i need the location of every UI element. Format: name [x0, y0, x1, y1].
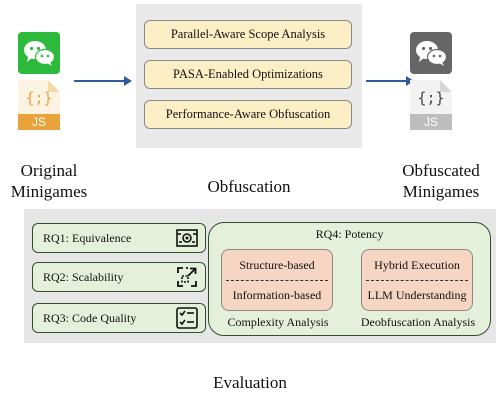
evaluation-label: Evaluation	[213, 373, 287, 392]
wechat-logo-icon	[18, 32, 60, 74]
llm-understanding-label: LLM Understanding	[367, 288, 467, 302]
step-parallel-aware-scope-analysis: Parallel-Aware Scope Analysis	[144, 20, 352, 49]
step-performance-aware-obfuscation: Performance-Aware Obfuscation	[144, 100, 352, 129]
obfuscated-label-line1: Obfuscated	[402, 161, 480, 180]
js-badge: JS	[31, 115, 46, 129]
complexity-analysis-caption: Complexity Analysis	[227, 315, 329, 329]
divider-line	[366, 280, 468, 281]
rq3-label: RQ3: Code Quality	[43, 311, 137, 325]
rq2-scalability-box: RQ2: Scalability	[32, 262, 206, 292]
arrow-to-obfuscation	[74, 76, 132, 86]
code-quality-icon	[176, 307, 198, 329]
obfuscated-js-file-icon: {;} JS	[410, 80, 452, 130]
obfuscated-js-badge: JS	[423, 115, 438, 129]
hybrid-execution-label: Hybrid Execution	[374, 258, 460, 272]
code-glyph: {;}	[25, 89, 53, 107]
obfuscation-label: Obfuscation	[207, 177, 291, 196]
information-based-label: Information-based	[232, 288, 322, 302]
original-minigames-label: Original Minigames	[4, 160, 94, 202]
obfuscated-label-line2: Minigames	[402, 182, 480, 201]
rq1-label: RQ1: Equivalence	[43, 231, 132, 245]
deobfuscation-analysis-box: Hybrid Execution LLM Understanding	[361, 249, 473, 311]
rq4-potency-box: RQ4: Potency Structure-based Information…	[208, 222, 491, 336]
evaluation-panel: RQ1: Equivalence RQ2: Scalability RQ3: C…	[24, 209, 496, 343]
complexity-analysis-box: Structure-based Information-based	[221, 249, 333, 311]
rq2-label: RQ2: Scalability	[43, 270, 124, 284]
rq1-equivalence-box: RQ1: Equivalence	[32, 223, 206, 253]
rq3-code-quality-box: RQ3: Code Quality	[32, 303, 206, 333]
obfuscation-panel: Parallel-Aware Scope Analysis PASA-Enabl…	[136, 4, 362, 148]
js-file-icon: {;} JS	[18, 80, 60, 130]
structure-based-label: Structure-based	[239, 258, 315, 272]
divider-line	[226, 280, 328, 281]
obfuscated-minigames-label: Obfuscated Minigames	[386, 160, 496, 202]
arrow-to-obfuscated	[366, 76, 414, 86]
obfuscated-wechat-logo-icon	[410, 32, 452, 74]
step-pasa-enabled-optimizations: PASA-Enabled Optimizations	[144, 60, 352, 89]
original-label-line1: Original	[20, 161, 78, 180]
equivalence-icon	[176, 229, 198, 247]
deobfuscation-analysis-caption: Deobfuscation Analysis	[360, 315, 476, 329]
scalability-icon	[177, 267, 197, 287]
obfuscated-code-glyph: {;}	[417, 89, 445, 107]
original-label-line2: Minigames	[10, 182, 88, 201]
rq4-title: RQ4: Potency	[315, 227, 384, 241]
